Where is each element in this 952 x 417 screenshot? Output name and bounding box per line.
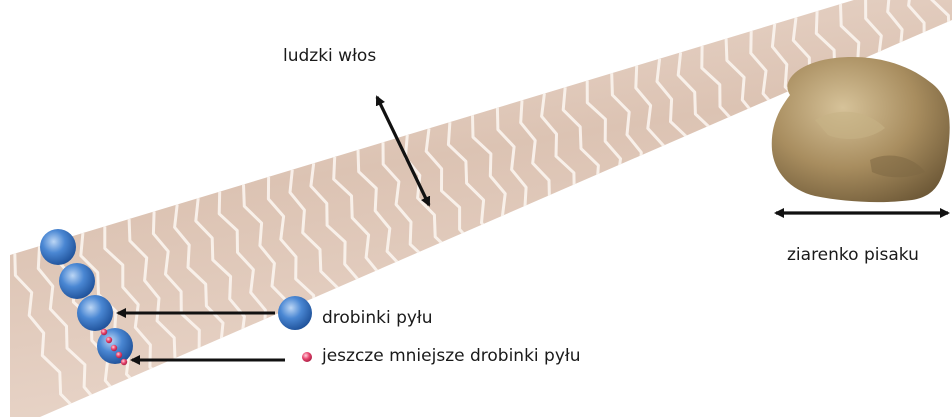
- dust-particle: [59, 263, 95, 299]
- fine-dust-particle: [101, 329, 107, 335]
- fine-dust-particle: [106, 337, 112, 343]
- fine-dust-legend-icon: [302, 352, 312, 362]
- sand-label: ziarenko pisaku: [787, 245, 919, 265]
- dust-label: drobinki pyłu: [322, 308, 433, 328]
- dust-particle: [40, 229, 76, 265]
- fine-dust-label: jeszcze mniejsze drobinki pyłu: [322, 346, 581, 366]
- dust-particle: [77, 295, 113, 331]
- hair-label: ludzki włos: [283, 46, 376, 66]
- fine-dust-particle: [111, 345, 117, 351]
- sand-grain: [772, 57, 950, 202]
- fine-dust-particle: [121, 359, 127, 365]
- dust-legend-icon: [278, 296, 312, 330]
- fine-dust-particle: [116, 352, 122, 358]
